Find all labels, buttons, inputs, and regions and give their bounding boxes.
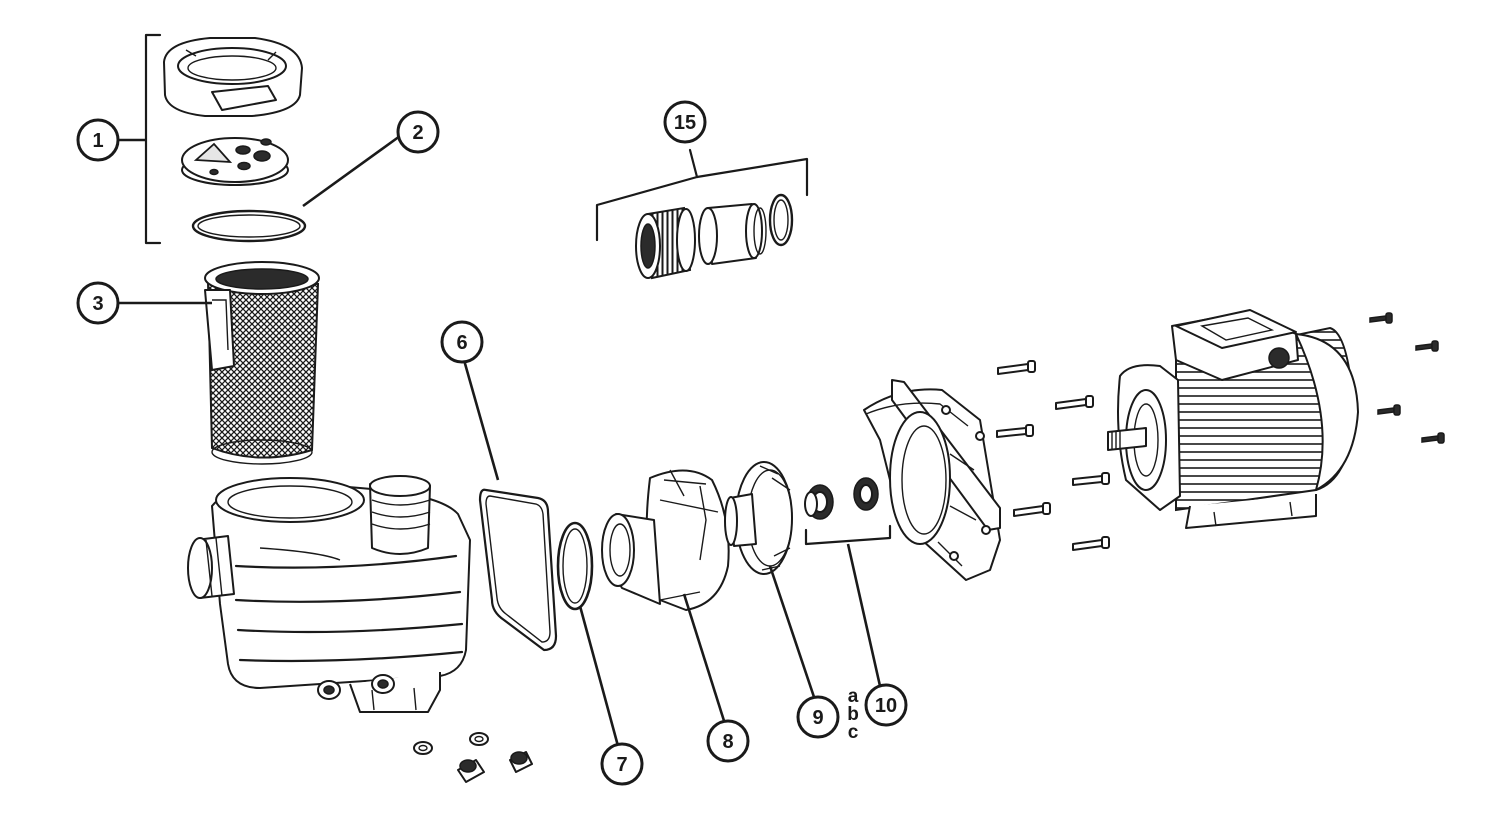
part-8-diffuser bbox=[601, 469, 730, 611]
callout-8: 8 bbox=[706, 719, 750, 763]
sublabel-c: c bbox=[848, 722, 859, 743]
callout-15-label: 15 bbox=[674, 112, 696, 134]
sublabel-a: a bbox=[848, 686, 859, 707]
callout-9-label: 9 bbox=[812, 707, 823, 729]
part-10-mechanical-seal bbox=[804, 477, 892, 546]
callout-1: 1 bbox=[76, 118, 120, 162]
callout-7-label: 7 bbox=[616, 754, 627, 776]
callout-1-label: 1 bbox=[92, 130, 103, 152]
callout-6-label: 6 bbox=[456, 332, 467, 354]
part-7-diffuser-o-ring bbox=[556, 521, 594, 611]
bolts-left bbox=[996, 360, 1110, 551]
bolts-right bbox=[1369, 312, 1445, 444]
drain-plugs-and-washers bbox=[413, 732, 533, 783]
callout-6: 6 bbox=[440, 320, 484, 364]
callout-9: 9 bbox=[796, 695, 840, 739]
callout-10-label: 10 bbox=[875, 695, 897, 717]
sublabel-b: b bbox=[847, 704, 859, 725]
part-9-impeller bbox=[724, 461, 793, 575]
callout-2-label: 2 bbox=[412, 122, 423, 144]
callout-2: 2 bbox=[396, 110, 440, 154]
pump-housing bbox=[187, 475, 471, 713]
bracket-1 bbox=[144, 33, 162, 245]
callout-10: 10 bbox=[864, 683, 908, 727]
callout-3: 3 bbox=[76, 281, 120, 325]
callout-15: 15 bbox=[663, 100, 707, 144]
callout-3-label: 3 bbox=[92, 293, 103, 315]
leader-lines bbox=[118, 134, 882, 747]
motor bbox=[1107, 309, 1359, 529]
bracket-10 bbox=[804, 524, 892, 546]
callout-9-sublabels: a b c bbox=[847, 686, 859, 743]
callout-8-label: 8 bbox=[722, 731, 733, 753]
part-3-strainer-basket bbox=[204, 261, 320, 465]
part-15-union-set bbox=[595, 148, 809, 280]
seal-plate bbox=[863, 379, 1001, 581]
lid-ring-inner bbox=[177, 47, 287, 85]
part-1-lid-assembly bbox=[144, 33, 303, 245]
callout-7: 7 bbox=[600, 742, 644, 786]
part-2-lid-o-ring bbox=[191, 209, 307, 243]
part-6-housing-gasket bbox=[478, 488, 558, 652]
